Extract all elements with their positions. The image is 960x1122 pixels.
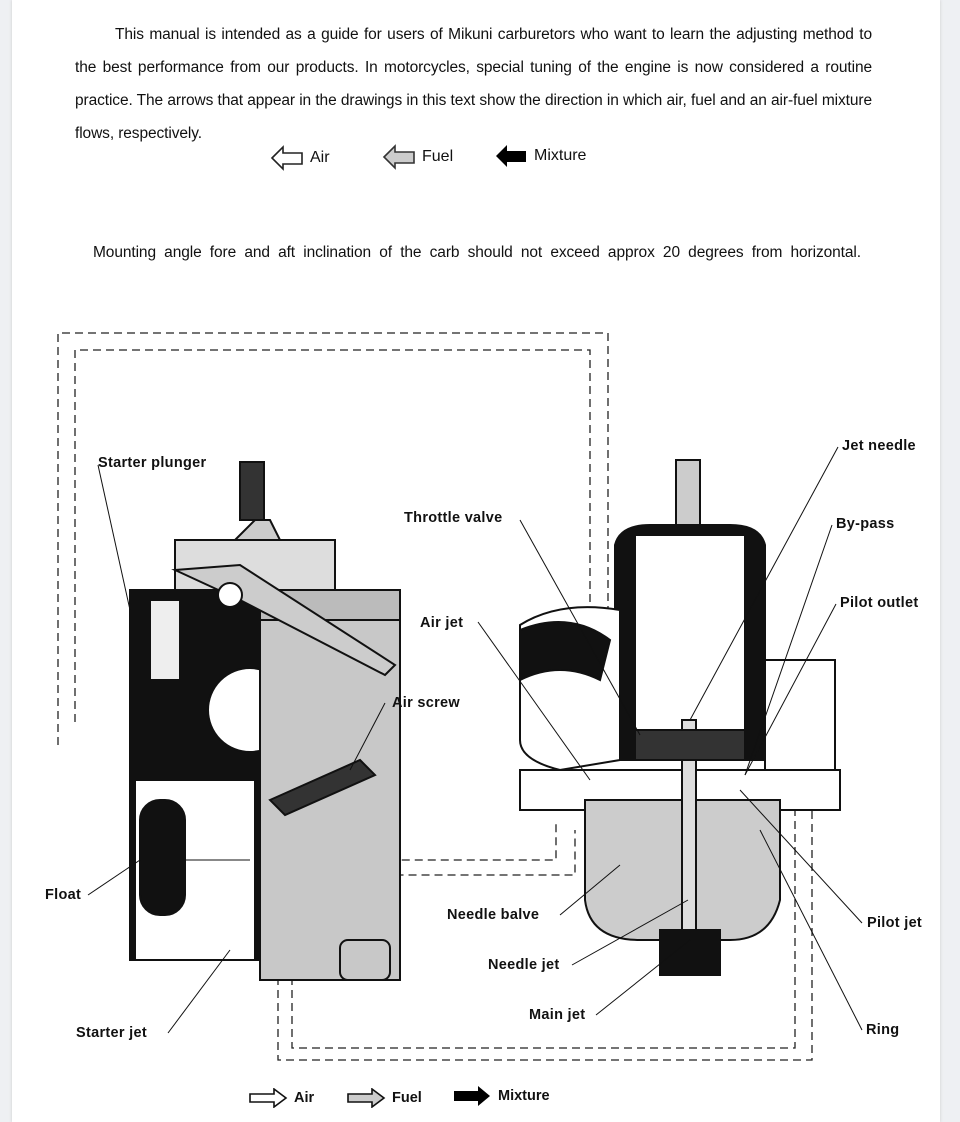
legend-label-air: Air (310, 149, 330, 166)
legend-mixture: Mixture (494, 143, 586, 169)
legend-bottom-label-air: Air (294, 1090, 315, 1106)
legend-bottom-label-fuel: Fuel (392, 1090, 422, 1106)
legend-air: Air (270, 145, 330, 171)
mixture-arrow-left-icon (496, 145, 526, 167)
label-by-pass: By-pass (836, 516, 895, 532)
label-pilot-outlet: Pilot outlet (840, 595, 919, 611)
mixture-arrow-right-icon (454, 1086, 490, 1106)
intro-paragraph: This manual is intended as a guide for u… (75, 25, 872, 142)
fuel-arrow-right-icon (347, 1088, 386, 1108)
label-needle-jet: Needle jet (488, 957, 560, 973)
fuel-arrow-left-icon (382, 144, 415, 170)
label-main-jet: Main jet (529, 1007, 586, 1023)
legend-bottom-mixture: Mixture (452, 1086, 550, 1106)
legend-bottom-air: Air (248, 1088, 314, 1108)
air-arrow-left-icon (270, 145, 303, 171)
legend-bottom-label-mixture: Mixture (498, 1088, 550, 1104)
label-air-jet: Air jet (420, 615, 464, 631)
label-air-screw: Air screw (392, 695, 460, 711)
legend-fuel: Fuel (382, 144, 453, 170)
legend-bottom-fuel: Fuel (346, 1088, 422, 1108)
leader-lines (87, 446, 863, 1034)
label-starter-jet: Starter jet (76, 1025, 147, 1041)
label-jet-needle: Jet needle (842, 438, 916, 454)
right-carburetor (519, 459, 841, 976)
label-throttle-valve: Throttle valve (404, 510, 503, 526)
legend-label-mixture: Mixture (534, 147, 587, 164)
left-carburetor (129, 461, 401, 981)
label-starter-plunger: Starter plunger (98, 455, 207, 471)
mounting-paragraph: Mounting angle fore and aft inclination … (93, 243, 861, 261)
legend-label-fuel: Fuel (422, 148, 454, 165)
label-ring: Ring (866, 1022, 900, 1038)
label-needle-balve: Needle balve (447, 907, 540, 923)
label-float: Float (45, 887, 82, 903)
label-pilot-jet: Pilot jet (867, 915, 923, 931)
air-arrow-right-icon (249, 1088, 288, 1108)
